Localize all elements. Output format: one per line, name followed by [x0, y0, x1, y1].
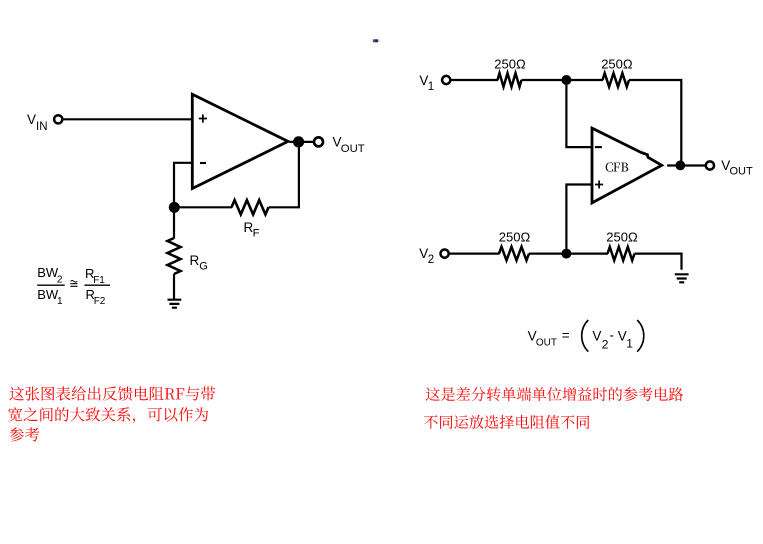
svg-text:250Ω: 250Ω [494, 56, 526, 71]
svg-text:V: V [27, 112, 36, 127]
svg-text:1: 1 [57, 296, 63, 307]
svg-text:V: V [528, 328, 537, 343]
svg-text:2: 2 [602, 337, 609, 351]
svg-text:250Ω: 250Ω [601, 57, 633, 72]
svg-text:1: 1 [626, 337, 633, 351]
svg-text:V: V [592, 328, 601, 343]
svg-text:BW: BW [37, 287, 59, 302]
svg-text:OUT: OUT [536, 337, 557, 348]
svg-text:F: F [253, 228, 260, 240]
svg-text:V: V [618, 328, 627, 343]
svg-text:250Ω: 250Ω [606, 230, 638, 245]
svg-text:V: V [419, 73, 428, 88]
svg-text:OUT: OUT [730, 166, 754, 178]
svg-text:V: V [333, 135, 342, 150]
svg-text:R: R [86, 287, 95, 302]
svg-text:2: 2 [428, 254, 434, 266]
svg-text:-: - [610, 328, 615, 343]
svg-text:V: V [419, 246, 428, 261]
svg-text:2: 2 [57, 274, 63, 285]
svg-text:G: G [199, 261, 208, 273]
svg-text:BW: BW [37, 265, 59, 280]
svg-text:F2: F2 [94, 296, 106, 307]
svg-text:250Ω: 250Ω [499, 230, 531, 245]
svg-text:OUT: OUT [341, 143, 365, 155]
svg-text:R: R [190, 253, 200, 268]
svg-text:F1: F1 [93, 275, 105, 286]
svg-text:IN: IN [36, 121, 48, 133]
svg-text:1: 1 [428, 81, 434, 93]
svg-text:R: R [85, 266, 94, 281]
svg-text:V: V [721, 158, 730, 173]
svg-text:R: R [244, 220, 254, 235]
svg-text:=: = [562, 328, 570, 343]
